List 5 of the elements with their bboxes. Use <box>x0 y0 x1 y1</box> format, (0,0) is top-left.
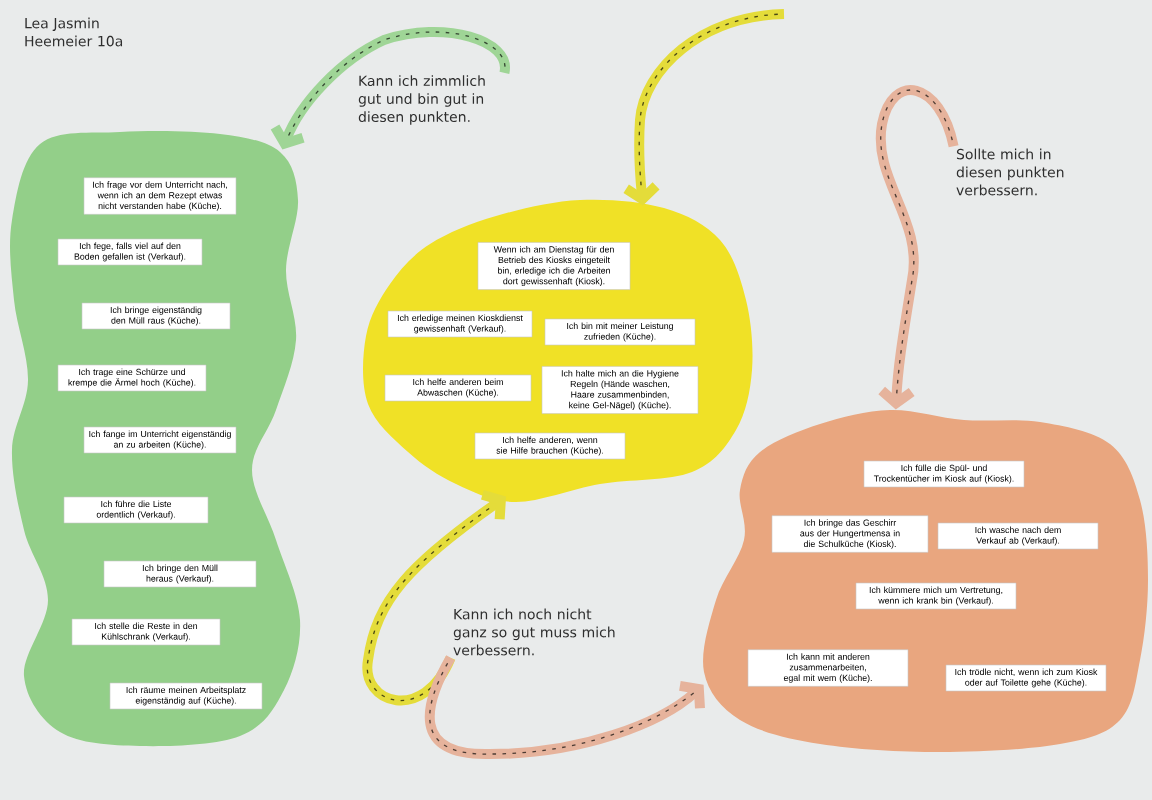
arrow <box>623 9 785 206</box>
arrow <box>424 655 705 759</box>
arrow <box>875 85 959 410</box>
arrow <box>362 489 507 706</box>
arrow <box>270 27 510 150</box>
